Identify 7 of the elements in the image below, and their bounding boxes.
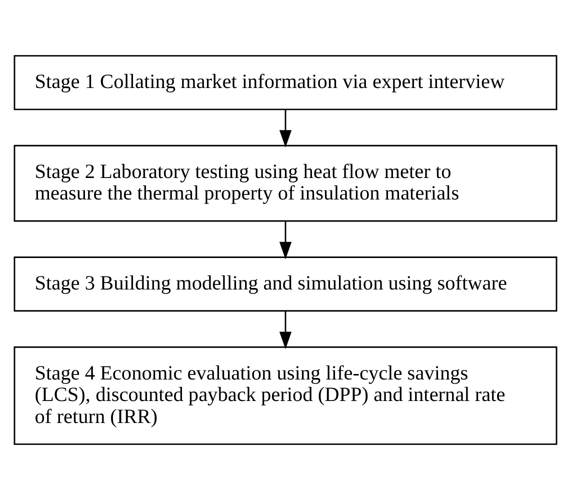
node-box: Stage 4 Economic evaluation using life-cycle savings (LCS), discounted payback period (DPP) and internal rate of return (IRR) (14, 346, 558, 445)
node-box: Stage 2 Laboratory testing using heat flow meter to measure the thermal property of insulation materials (14, 144, 558, 222)
node-box: Stage 3 Building modelling and simulation using software (14, 256, 558, 312)
arrow (279, 110, 292, 148)
arrow (279, 221, 292, 260)
arrow (279, 311, 292, 350)
node-box: Stage 1 Collating market information via expert interview (14, 55, 558, 110)
